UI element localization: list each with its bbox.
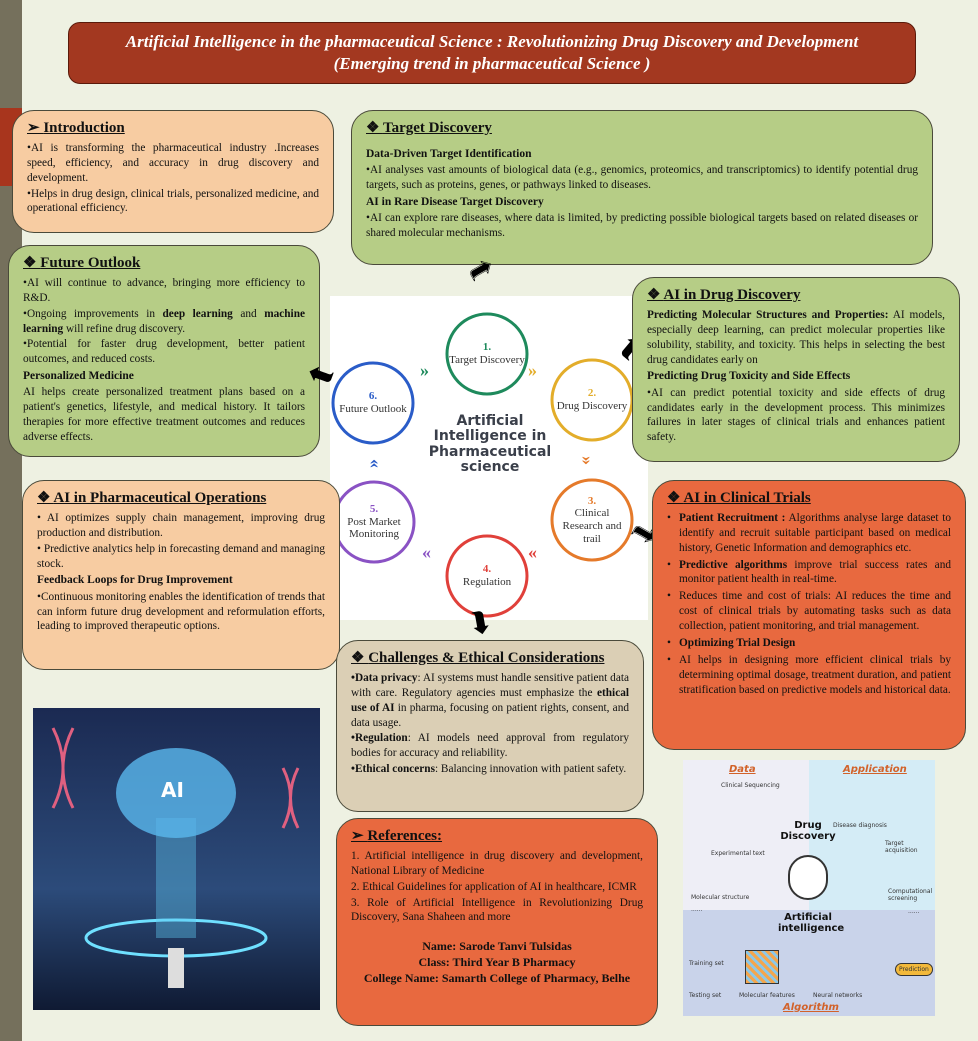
target-discovery-box: ❖ Target Discovery Data-Driven Target Id… (351, 110, 933, 265)
section-heading: ❖ AI in Drug Discovery (647, 287, 801, 303)
future-p2: •Ongoing improvements in deep learning a… (23, 307, 305, 335)
references-box: ➢ References: 1. Artificial intelligence… (336, 818, 658, 1026)
clinical-list: Patient Recruitment : Algorithms analyse… (667, 511, 951, 698)
molecular-features-graphic (745, 950, 779, 984)
challenges-box: ❖ Challenges & Ethical Considerations •D… (336, 640, 644, 812)
section-heading: ❖ Target Discovery (366, 120, 492, 136)
section-heading: ➢ Introduction (27, 120, 125, 136)
introduction-box: ➢ Introduction •AI is transforming the p… (12, 110, 334, 233)
ai-brain-illustration: AI (33, 708, 320, 1010)
svg-text:»: » (420, 360, 429, 380)
svg-text:«: « (422, 542, 431, 562)
poster-title: Artificial Intelligence in the pharmaceu… (68, 22, 916, 84)
brain-icon (788, 855, 828, 900)
section-heading: ❖ Challenges & Ethical Considerations (351, 650, 605, 666)
drug-discovery-box: ❖ AI in Drug Discovery Predicting Molecu… (632, 277, 960, 462)
cycle-step-6: 6.Future Outlook (339, 390, 407, 415)
section-heading: ❖ Future Outlook (23, 255, 141, 271)
clinical-item: AI helps in designing more efficient cli… (667, 653, 951, 698)
cycle-step-3: 3.Clinical Research and trail (562, 494, 622, 545)
svg-text:«: « (528, 542, 537, 562)
clinical-item: Predictive algorithms improve trial succ… (667, 558, 951, 588)
future-outlook-box: ❖ Future Outlook •AI will continue to ad… (8, 245, 320, 457)
diagram-center-title: Artificial Intelligence in Pharmaceutica… (428, 413, 552, 476)
drug-p1: Predicting Molecular Structures and Prop… (647, 308, 945, 366)
cycle-step-1: 1.Target Discovery (449, 341, 525, 366)
ai-cycle-diagram: » » » « « » 1.Target Discovery 2.Drug Dis… (330, 296, 648, 620)
challenge-regulation: •Regulation: AI models need approval fro… (351, 732, 629, 760)
curved-arrow-icon: ➦ (462, 607, 500, 638)
svg-text:»: » (362, 459, 382, 468)
cycle-step-2: 2.Drug Discovery (556, 387, 628, 412)
cycle-step-4: 4.Regulation (462, 563, 512, 588)
svg-text:»: » (528, 360, 537, 380)
svg-text:»: » (578, 456, 598, 465)
clinical-item: Reduces time and cost of trials: AI redu… (667, 589, 951, 634)
clinical-trials-box: ❖ AI in Clinical Trials Patient Recruitm… (652, 480, 966, 750)
ai-brain-graphic (51, 727, 300, 988)
section-heading: ❖ AI in Clinical Trials (667, 490, 811, 506)
pharma-operations-box: ❖ AI in Pharmaceutical Operations • AI o… (22, 480, 340, 670)
section-heading: ❖ AI in Pharmaceutical Operations (37, 490, 267, 506)
drug-discovery-figure: Data Application Algorithm Drug Discover… (683, 760, 935, 1016)
clinical-item: Patient Recruitment : Algorithms analyse… (667, 511, 951, 556)
section-heading: ➢ References: (351, 828, 443, 844)
challenge-ethics: •Ethical concerns: Balancing innovation … (351, 763, 627, 776)
clinical-item: Optimizing Trial Design (667, 636, 951, 651)
cycle-step-5: 5.Post Market Monitoring (347, 503, 401, 541)
challenge-privacy: •Data privacy: AI systems must handle se… (351, 671, 629, 729)
